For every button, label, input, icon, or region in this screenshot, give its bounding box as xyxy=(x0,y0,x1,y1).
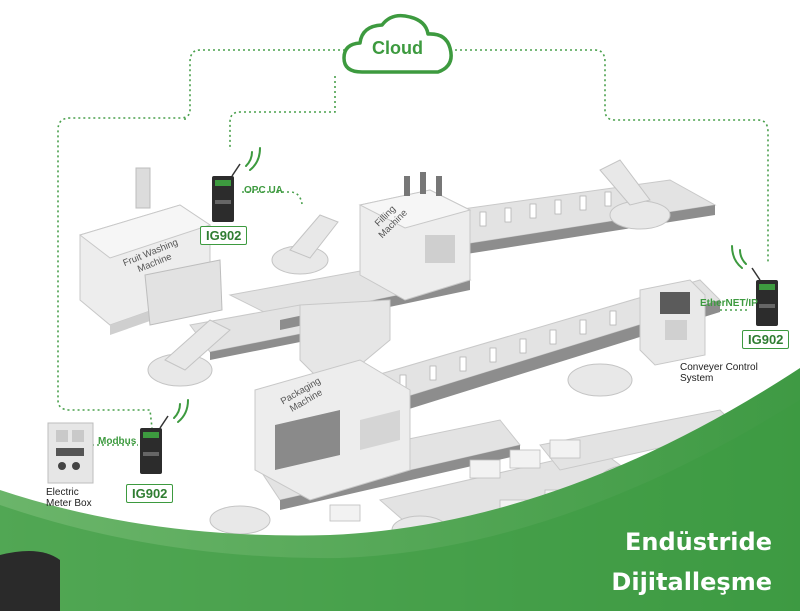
brand-title-line1: Endüstride xyxy=(624,528,772,556)
modbus-protocol-label: Modbus xyxy=(98,436,137,447)
packaging-machine xyxy=(254,299,411,501)
conveyer-control-system-label: Conveyer Control System xyxy=(680,362,758,384)
electric-meter-box-label: Electric Meter Box xyxy=(46,487,92,509)
cloud-label: Cloud xyxy=(372,38,423,58)
electric-meter-box xyxy=(47,422,94,484)
network-lines xyxy=(57,49,769,446)
router-device-modbus xyxy=(140,415,169,474)
gateway-label-modbus: IG902 xyxy=(126,484,174,503)
opcua-protocol-label: OPC UA xyxy=(244,185,283,196)
gateway-label-opcua: IG902 xyxy=(200,226,248,245)
conveyer-control-system xyxy=(639,279,706,366)
fruit-washing-machine xyxy=(78,167,223,335)
green-swoosh xyxy=(0,368,800,611)
wifi-icons xyxy=(173,147,747,423)
bottles xyxy=(399,191,617,390)
gateway-label-ethernetip: IG902 xyxy=(742,330,790,349)
ethernetip-protocol-label: EtherNET/IP xyxy=(700,298,758,309)
filling-machine xyxy=(358,172,472,301)
cloud-icon xyxy=(342,13,453,74)
router-device-ethernet xyxy=(751,267,778,326)
brand-title-line2: Dijitalleşme xyxy=(611,568,772,596)
router-device-opcua xyxy=(212,163,241,222)
